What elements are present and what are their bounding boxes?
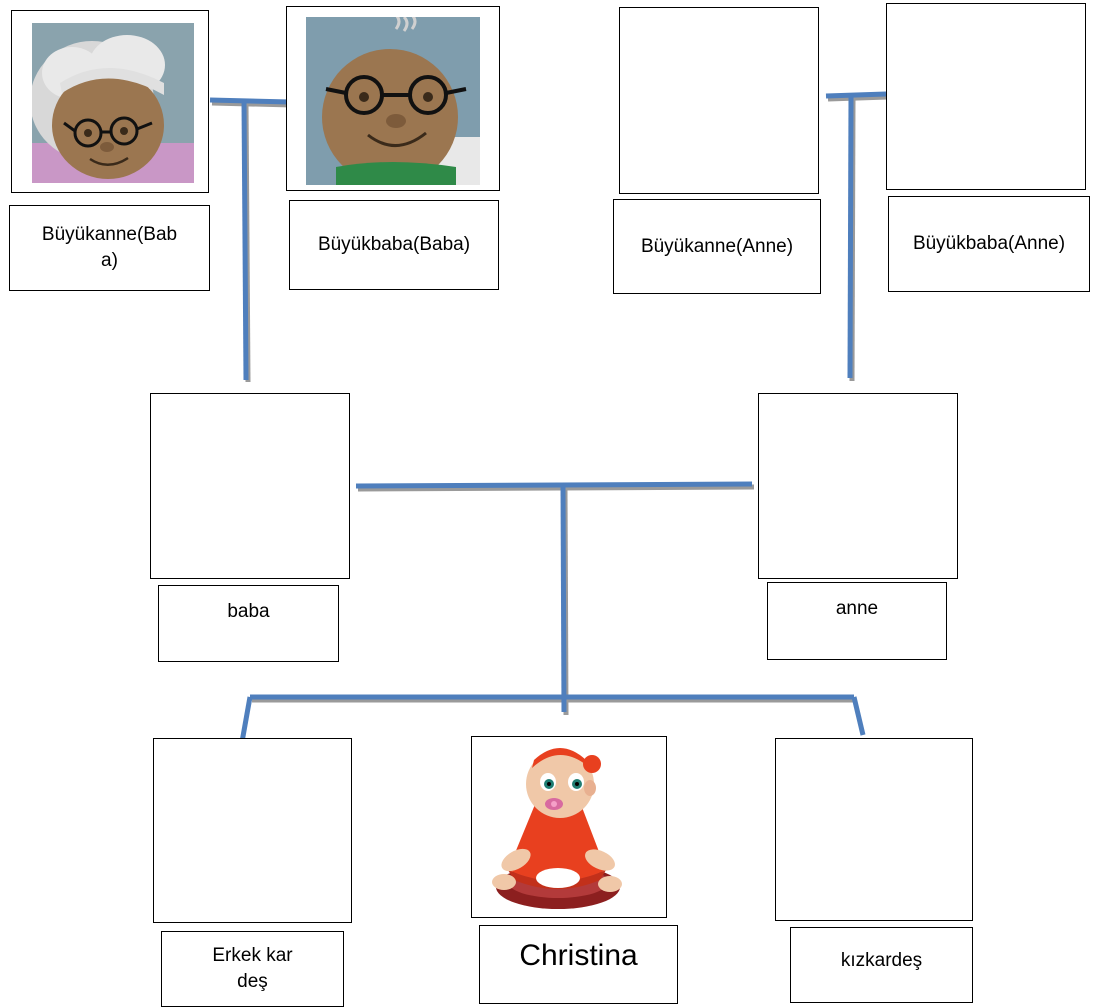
grandmother-portrait-icon	[32, 23, 194, 183]
grandfather-mother-side-text: Büyükbaba(Anne)	[912, 233, 1066, 255]
grandmother-mother-side-label: Büyükanne(Anne)	[613, 199, 821, 294]
mother-label: anne	[767, 582, 947, 660]
sister-photo-frame	[775, 738, 973, 921]
self-photo-frame	[471, 736, 667, 918]
grandparents-mother-side-link	[825, 91, 887, 99]
parents-link	[355, 481, 753, 489]
grandmother-father-side-text: Büyükanne(Baba)	[41, 224, 178, 271]
brother-label: Erkek kardeş	[161, 931, 344, 1007]
sister-label: kızkardeş	[790, 927, 973, 1003]
parents-drop	[560, 484, 567, 713]
brother-drop	[239, 696, 253, 743]
brother-photo-frame	[153, 738, 352, 923]
connector-lines	[209, 91, 887, 743]
brother-text: Erkek kardeş	[212, 945, 293, 992]
grandmother-father-side-photo-frame	[11, 10, 209, 193]
grandmother-mother-side-photo-frame	[619, 7, 819, 194]
grandmother-mother-side-text: Büyükanne(Anne)	[640, 235, 794, 257]
grandfather-father-side-text: Büyükbaba(Baba)	[317, 234, 471, 256]
self-text: Christina	[519, 939, 638, 973]
grandmother-father-side-label: Büyükanne(Baba)	[9, 205, 210, 291]
grandparents-father-side-link	[209, 97, 291, 105]
mother-text: anne	[835, 598, 879, 620]
grandfather-father-side-label: Büyükbaba(Baba)	[289, 200, 499, 290]
grandfather-mother-side-label: Büyükbaba(Anne)	[888, 196, 1090, 292]
father-label: baba	[158, 585, 339, 662]
grandparents-father-side-drop	[241, 100, 249, 381]
grandfather-portrait-icon	[306, 17, 480, 185]
sister-text: kızkardeş	[840, 950, 923, 972]
mother-photo-frame	[758, 393, 958, 579]
sister-drop	[851, 696, 866, 736]
self-label: Christina	[479, 925, 678, 1004]
grandparents-mother-side-drop	[847, 96, 854, 379]
baby-clipart-icon	[492, 748, 622, 909]
father-text: baba	[227, 600, 270, 622]
grandfather-father-side-photo-frame	[286, 6, 500, 191]
father-photo-frame	[150, 393, 350, 579]
grandfather-mother-side-photo-frame	[886, 3, 1086, 190]
